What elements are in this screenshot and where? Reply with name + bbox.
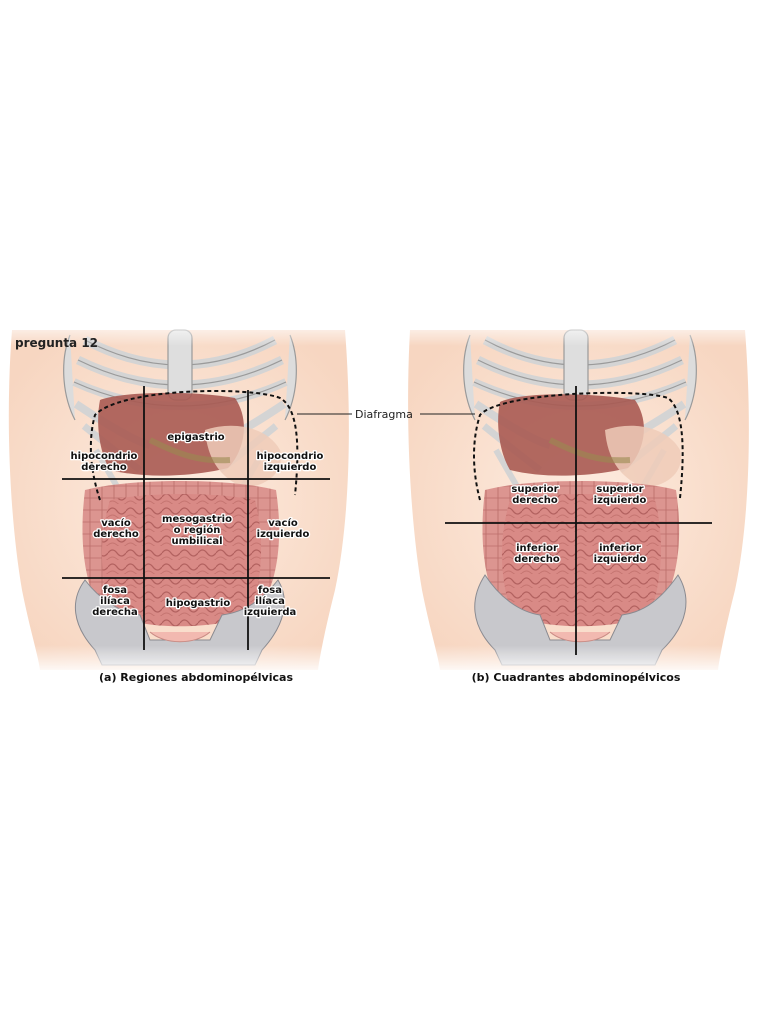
- liver-b: [498, 394, 644, 476]
- label-line: izquierdo: [257, 529, 310, 540]
- pelvis-b: [474, 574, 687, 666]
- label-line: derecho: [93, 529, 139, 540]
- label-line: superior: [596, 484, 643, 495]
- region-label-hipogastrio: hipogastrio: [166, 598, 231, 609]
- label-line: mesogastrio: [162, 514, 232, 525]
- region-grid-lines: [62, 386, 330, 650]
- small-intestine-a: [101, 494, 262, 627]
- label-line: vacío: [268, 517, 298, 529]
- label-line: izquierdo: [594, 554, 647, 565]
- label-line: fosa: [258, 585, 282, 596]
- label-line: inferior: [516, 543, 558, 554]
- stomach-a: [205, 425, 281, 488]
- liver-a: [98, 392, 244, 476]
- diaphragm-line-a: [89, 390, 299, 501]
- label-line: derecho: [512, 495, 558, 506]
- stomach-b: [605, 425, 681, 488]
- label-line: inferior: [599, 543, 641, 554]
- question-label: pregunta 12: [15, 336, 98, 350]
- label-line: izquierdo: [264, 462, 317, 473]
- region-label-epigastrio: epigastrio: [167, 432, 224, 443]
- label-line: o región: [174, 524, 221, 536]
- label-line: ilíaca: [255, 595, 285, 607]
- label-line: hipogastrio: [166, 598, 231, 609]
- pelvis-a: [74, 579, 285, 666]
- label-line: izquierdo: [594, 495, 647, 506]
- label-line: superior: [511, 484, 558, 495]
- label-line: derecho: [514, 554, 560, 565]
- quadrant-grid-lines: [445, 386, 712, 655]
- label-line: hipocondrio: [71, 451, 138, 462]
- label-line: epigastrio: [167, 432, 224, 443]
- small-intestine-b: [501, 494, 662, 627]
- diaphragm-label: Diafragma: [355, 408, 413, 421]
- panel-a-caption: (a) Regiones abdominopélvicas: [99, 671, 293, 684]
- label-line: fosa: [103, 585, 127, 596]
- label-line: izquierda: [244, 607, 297, 618]
- diaphragm-callout: Diafragma: [297, 408, 475, 421]
- label-line: hipocondrio: [257, 451, 324, 462]
- panel-b-caption: (b) Cuadrantes abdominopélvicos: [472, 671, 681, 684]
- label-line: ilíaca: [100, 595, 130, 607]
- label-line: derecha: [92, 607, 137, 618]
- label-line: umbilical: [171, 536, 222, 547]
- label-line: vacío: [101, 517, 131, 529]
- label-line: derecho: [81, 462, 127, 473]
